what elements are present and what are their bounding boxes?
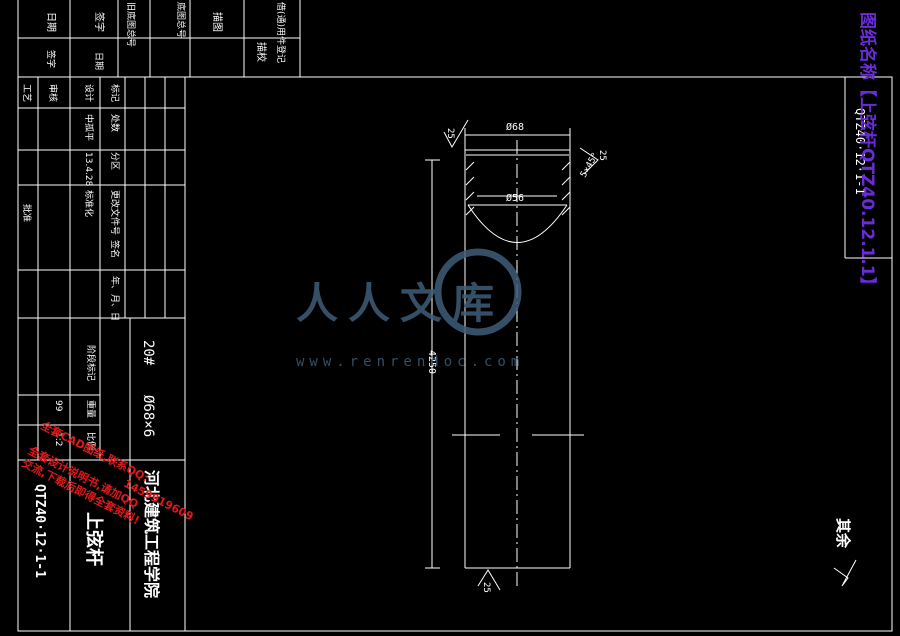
side-label-old-base: 旧底图总号: [125, 2, 137, 47]
dim-length: 4250: [426, 350, 437, 374]
part-geometry: [425, 128, 584, 588]
material-spec: Ø68×6: [140, 395, 156, 437]
weight-label: 重量: [85, 400, 97, 418]
side-label-borrow: 借(通)用件登记: [275, 2, 287, 63]
rev-design-date: 13.4.28: [83, 152, 93, 187]
side-label-check: 描校: [255, 42, 268, 62]
rev-review: 审核: [47, 84, 59, 102]
watermark-circle-icon: [434, 248, 522, 336]
dim-diameter-top: Ø68: [506, 121, 524, 133]
rev-approve: 批准: [21, 204, 33, 222]
rev-zone: 分区: [109, 152, 120, 170]
roughness-symbol-bottom: 25: [477, 569, 501, 593]
side-label-sign: 签字: [93, 12, 106, 32]
scale-label: 比例: [85, 432, 97, 450]
revision-block: 标记 处数 分区 更改文件号 签名 年、月、日 设计 中孤平 13.4.28 标…: [18, 77, 186, 321]
title-block: 阶段标记 重量 比例 99 1:2 20# Ø68×6 河北建筑工程学院 上弦杆…: [18, 318, 186, 631]
watermark-brand: 人人文库: [296, 279, 504, 328]
material-grade: 20#: [140, 340, 156, 366]
rev-count: 处数: [109, 114, 121, 132]
roughness-top-value: 25: [445, 128, 455, 139]
remaining-note: 其余: [834, 518, 852, 549]
rev-designer: 中孤平: [83, 114, 95, 141]
drawing-number-box: QTZ40·12·1-1: [844, 77, 892, 259]
rev-date: 年、月、日: [109, 276, 121, 321]
remaining-roughness-symbol: [833, 559, 857, 587]
drawing-number: QTZ40·12·1-1: [32, 484, 47, 578]
side-small-date: 日期: [93, 52, 104, 70]
rev-standard: 标准化: [83, 190, 95, 217]
stage-mark-label: 阶段标记: [85, 345, 97, 381]
side-strip: 日期 签字 旧底图总号 底图总号 借(通)用件登记 描图 描校 签字 日期: [17, 0, 301, 77]
rev-signature: 签名: [109, 240, 121, 258]
drawing-number-small: QTZ40·12·1-1: [853, 108, 867, 195]
roughness-right-value: 25: [597, 150, 607, 161]
watermark-url: www.renrendoc.com: [296, 354, 524, 370]
side-label-trace: 描图: [211, 12, 224, 32]
part-name: 上弦杆: [83, 512, 105, 566]
sheet-value: 99: [53, 400, 63, 412]
roughness-symbol-right: 25: [579, 147, 607, 175]
dim-diameter-inner: Ø56: [506, 192, 524, 204]
side-small-sign: 签字: [45, 50, 57, 68]
roughness-bottom-value: 25: [481, 582, 491, 593]
side-label-base: 底图总号: [175, 2, 187, 38]
rev-design-label: 设计: [83, 84, 95, 102]
drawing-name-banner: 图纸名称【上弦杆QTZ40.12.1.1】: [857, 12, 878, 294]
rev-change-file: 更改文件号: [109, 190, 121, 235]
side-label-date: 日期: [45, 12, 57, 32]
rev-process: 工艺: [21, 84, 32, 102]
rev-mark: 标记: [109, 84, 121, 102]
roughness-symbol-top: 25: [443, 119, 469, 149]
watermark: 人人文库 www.renrendoc.com: [296, 248, 524, 370]
company-name: 河北建筑工程学院: [142, 470, 161, 598]
qty-value: 1:2: [53, 432, 63, 446]
